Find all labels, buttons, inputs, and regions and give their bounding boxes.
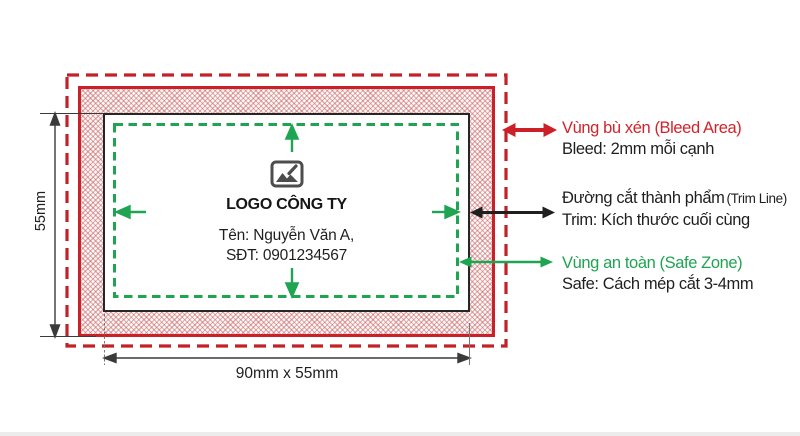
size-dimension-label: 90mm x 55mm — [235, 365, 339, 382]
legend-bleed: Vùng bù xén (Bleed Area) Bleed: 2mm mỗi … — [562, 118, 742, 159]
legend-safe: Vùng an toàn (Safe Zone) Safe: Cách mép … — [562, 253, 754, 294]
height-dimension-label: 55mm — [33, 190, 49, 232]
card-logo-text: LOGO CÔNG TY — [226, 196, 347, 213]
card-name-text: Tên: Nguyễn Văn A, — [218, 227, 355, 244]
legend-trim: Đường cắt thành phẩm(Trim Line) Trim: Kí… — [562, 188, 787, 230]
image-placeholder-icon — [270, 160, 304, 188]
bottom-edge-strip — [0, 432, 800, 436]
legend-trim-desc: Trim: Kích thước cuối cùng — [562, 210, 750, 229]
legend-safe-title: Vùng an toàn (Safe Zone) — [562, 254, 743, 272]
legend-bleed-title: Vùng bù xén (Bleed Area) — [562, 119, 742, 137]
legend-safe-desc: Safe: Cách mép cắt 3-4mm — [562, 274, 754, 293]
legend-trim-title-note: (Trim Line) — [726, 191, 787, 206]
legend-bleed-desc: Bleed: 2mm mỗi cạnh — [562, 139, 714, 158]
card-phone-text: SĐT: 0901234567 — [225, 247, 348, 264]
legend-trim-title: Đường cắt thành phẩm(Trim Line) — [562, 189, 787, 207]
bleed-pointer-arrow — [502, 123, 557, 137]
